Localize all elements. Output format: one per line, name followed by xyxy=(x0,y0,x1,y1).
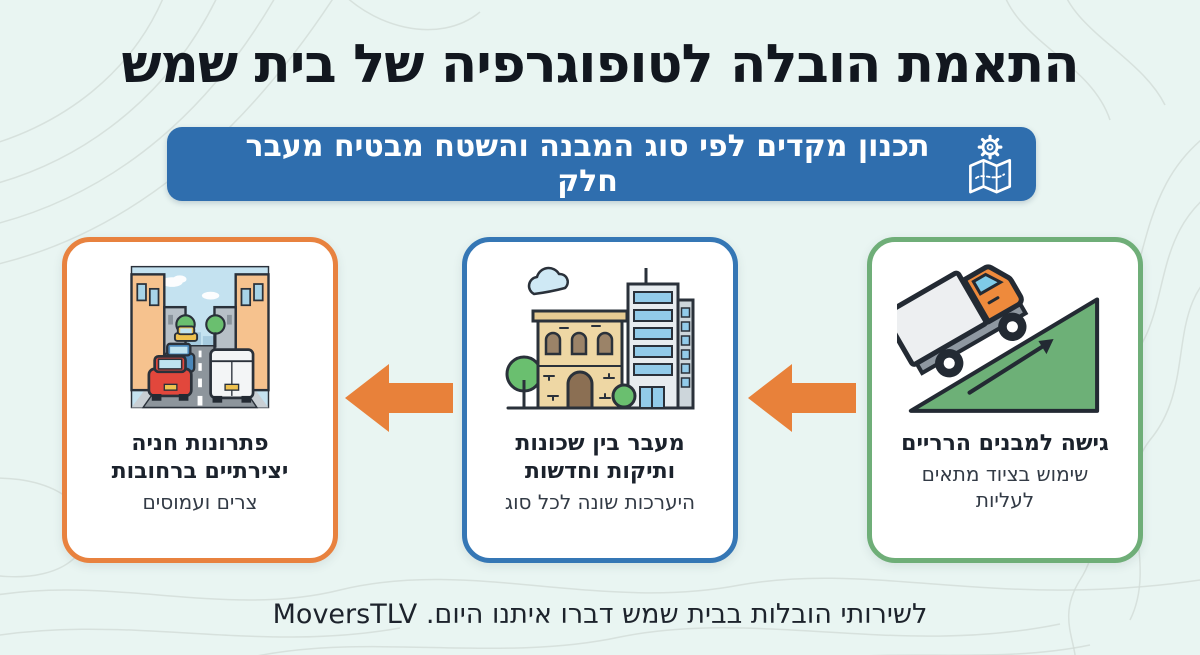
page-title: התאמת הובלה לטופוגרפיה של בית שמש xyxy=(121,34,1079,95)
card-subtitle: שימוש בציוד מתאים לעליות xyxy=(921,462,1089,513)
flow-arrow-step1-to-step2 xyxy=(746,356,858,440)
footer-cta-text: לשירותי הובלות בבית שמש דברו איתנו היום.… xyxy=(272,599,928,630)
card-neighborhood-transition: מעבר בין שכונות ותיקות וחדשות היערכות שו… xyxy=(462,237,738,563)
card-subtitle: צרים ועמוסים xyxy=(142,490,258,515)
old-new-buildings-illustration xyxy=(500,254,700,424)
card-mountain-access: גישה למבנים הרריים שימוש בציוד מתאים לעל… xyxy=(867,237,1143,563)
card-title: גישה למבנים הרריים xyxy=(901,431,1109,456)
card-title: פתרונות חניה יצירתיים ברחובות xyxy=(111,431,289,485)
banner-text: תכנון מקדים לפי סוג המבנה והשטח מבטיח מע… xyxy=(245,129,930,199)
street-traffic-illustration xyxy=(118,254,282,424)
card-subtitle: היערכות שונה לכל סוג xyxy=(504,490,696,515)
map-gear-icon xyxy=(962,134,1020,194)
arrow-left-icon xyxy=(748,364,856,432)
truck-uphill-illustration xyxy=(897,254,1113,424)
card-parking-solutions: פתרונות חניה יצירתיים ברחובות צרים ועמוס… xyxy=(62,237,338,563)
card-title: מעבר בין שכונות ותיקות וחדשות xyxy=(515,431,685,485)
subtitle-banner: תכנון מקדים לפי סוג המבנה והשטח מבטיח מע… xyxy=(167,127,1036,201)
arrow-left-icon xyxy=(345,364,453,432)
flow-arrow-step2-to-step3 xyxy=(343,356,455,440)
